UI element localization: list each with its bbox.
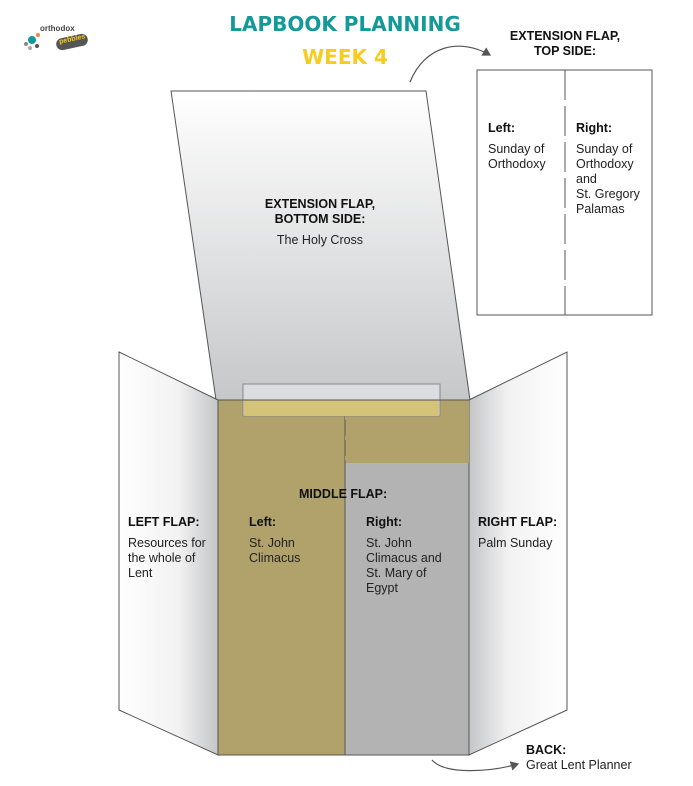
arrow-to-back xyxy=(431,759,520,772)
page-title: LAPBOOK PLANNING xyxy=(229,12,461,36)
back-text: BACK: Great Lent Planner xyxy=(526,743,632,772)
right-flap-text: RIGHT FLAP: Palm Sunday xyxy=(478,515,558,550)
middle-flap-left xyxy=(217,399,346,756)
right-flap xyxy=(468,351,568,756)
arrow-to-top-side xyxy=(409,45,492,83)
extension-top-heading: EXTENSION FLAP,TOP SIDE: xyxy=(509,29,621,58)
week-label: WEEK 4 xyxy=(302,45,388,69)
logo: orthodox pebbles xyxy=(22,22,92,52)
extension-bottom-text: EXTENSION FLAP, BOTTOM SIDE: The Holy Cr… xyxy=(264,197,376,247)
middle-flap-label: MIDDLE FLAP: xyxy=(299,487,388,501)
